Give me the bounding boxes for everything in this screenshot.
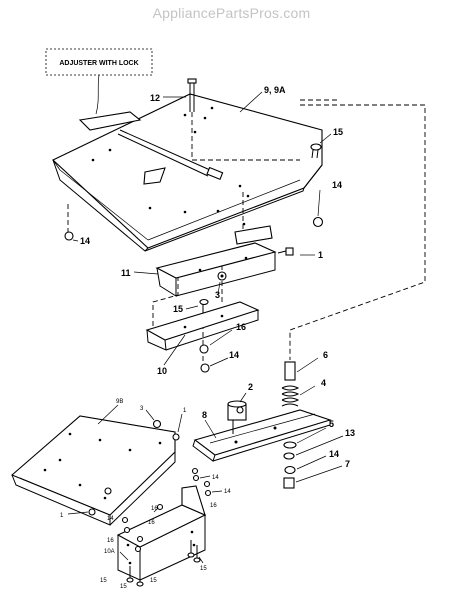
part-labels: 12 9, 9A 15 14 14 1 11 3 15 16 14 10 6 2… [60,85,355,590]
adjuster-callout: ADJUSTER WITH LOCK [45,48,153,115]
label-16-e: 16 [210,503,217,509]
callout-text: ADJUSTER WITH LOCK [59,60,138,67]
washer-3-upper [217,271,227,281]
nut-14-right [312,216,324,228]
nut-14-left [64,231,74,241]
label-13: 13 [345,428,355,438]
label-2: 2 [248,382,253,392]
label-16-b: 16 [151,506,158,512]
bolt-12 [187,78,197,160]
screws-15-lower [126,540,201,587]
bolt-1-lower-b [88,508,96,516]
label-14-d: 14 [329,449,339,459]
spring-4 [281,385,300,407]
bolt-1 [277,247,294,256]
label-3-b: 3 [140,406,144,412]
label-14-e: 14 [212,475,219,481]
label-16-c: 16 [148,520,155,526]
washer-3-lower [152,419,162,429]
washer-13 [283,452,295,460]
bracket-10 [145,301,260,351]
label-15-d: 15 [100,578,107,584]
label-14-g: 14 [107,516,114,522]
washer-5 [283,441,297,449]
adjuster-2 [227,400,247,434]
label-10: 10 [157,366,167,376]
label-14-f: 14 [224,489,231,495]
label-14-c: 14 [229,350,239,360]
label-7: 7 [345,459,350,469]
watermark: AppliancePartsPros.com [152,5,311,21]
bracket-11 [155,225,277,297]
label-4: 4 [321,378,326,388]
label-14-b: 14 [80,236,90,246]
leader-lines [67,91,344,564]
label-15-e: 15 [120,584,127,590]
label-11: 11 [121,268,131,278]
label-16-a: 16 [236,322,246,332]
label-8: 8 [202,410,207,420]
bolt-15-mid [199,298,209,313]
label-3-a: 3 [215,290,220,300]
cap-7 [283,477,295,489]
nut-14-mid [200,363,210,373]
label-9b: 9B [116,399,123,405]
bolt-15-upper [310,143,322,159]
label-15-a: 15 [333,127,343,137]
label-15-b: 15 [173,304,183,314]
label-12: 12 [150,93,160,103]
label-15-f: 15 [150,578,157,584]
label-15-c: 15 [200,566,207,572]
lower-plate-9b [10,415,176,526]
sleeve-6 [284,361,296,381]
label-6: 6 [323,350,328,360]
label-14-a: 14 [332,180,342,190]
label-5: 5 [329,419,334,429]
bracket-10a [116,485,207,581]
label-1-a: 1 [318,250,323,260]
washer-16 [199,344,209,354]
nut-14-right-lower [284,465,296,475]
label-10a: 10A [104,549,115,555]
washer-lower-c [104,487,112,495]
label-1-c: 1 [60,513,64,519]
label-9-9a: 9, 9A [264,85,286,95]
slide-plate-8 [192,409,332,462]
fastener-stack-14-16 [121,467,212,553]
label-16-d: 16 [107,538,114,544]
upper-plate [52,93,323,252]
label-1-b: 1 [183,408,187,414]
bolt-1-lower-a [172,433,180,441]
